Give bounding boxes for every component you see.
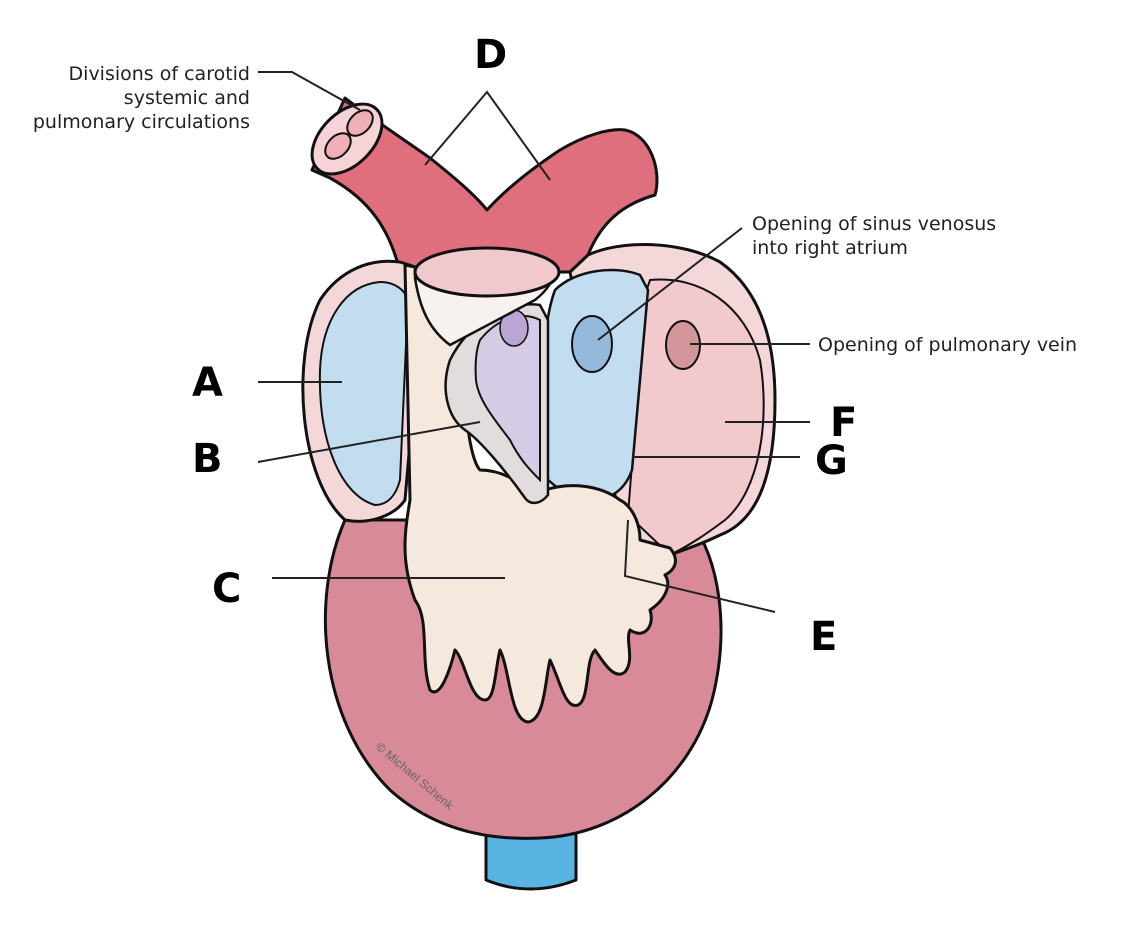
label-b: B [192, 436, 223, 482]
leader-line-d [424, 90, 551, 181]
note-carotid-3: pulmonary circulations [33, 111, 250, 133]
leader-line-b [257, 421, 481, 463]
common-ventricle-chamber [403, 263, 677, 724]
label-d: D [474, 32, 507, 78]
note-sinus-1: Opening of sinus venosus [752, 213, 996, 235]
sinus-venosus-chamber [541, 268, 650, 500]
right-atrium-cavity [318, 280, 410, 507]
truncus-opening [413, 246, 561, 298]
label-f: F [830, 400, 857, 446]
trunk-division-1 [346, 109, 374, 137]
label-e: E [810, 614, 837, 660]
arterial-trunk [310, 96, 659, 274]
label-c: C [212, 566, 241, 612]
sinus-venosus-opening [571, 315, 613, 373]
note-carotid-1: Divisions of carotid [69, 63, 250, 85]
note-pulmonary-vein: Opening of pulmonary vein [818, 334, 1077, 356]
left-atrium-cavity [626, 278, 765, 557]
leader-line-e [623, 519, 776, 613]
label-a: A [192, 360, 223, 406]
trunk-division-2 [324, 132, 352, 160]
note-sinus-2: into right atrium [752, 237, 908, 259]
note-carotid-2: systemic and [124, 87, 250, 109]
leader-line-carotid [258, 71, 361, 111]
leader-line-sinus [597, 227, 743, 341]
label-g: G [815, 438, 848, 484]
